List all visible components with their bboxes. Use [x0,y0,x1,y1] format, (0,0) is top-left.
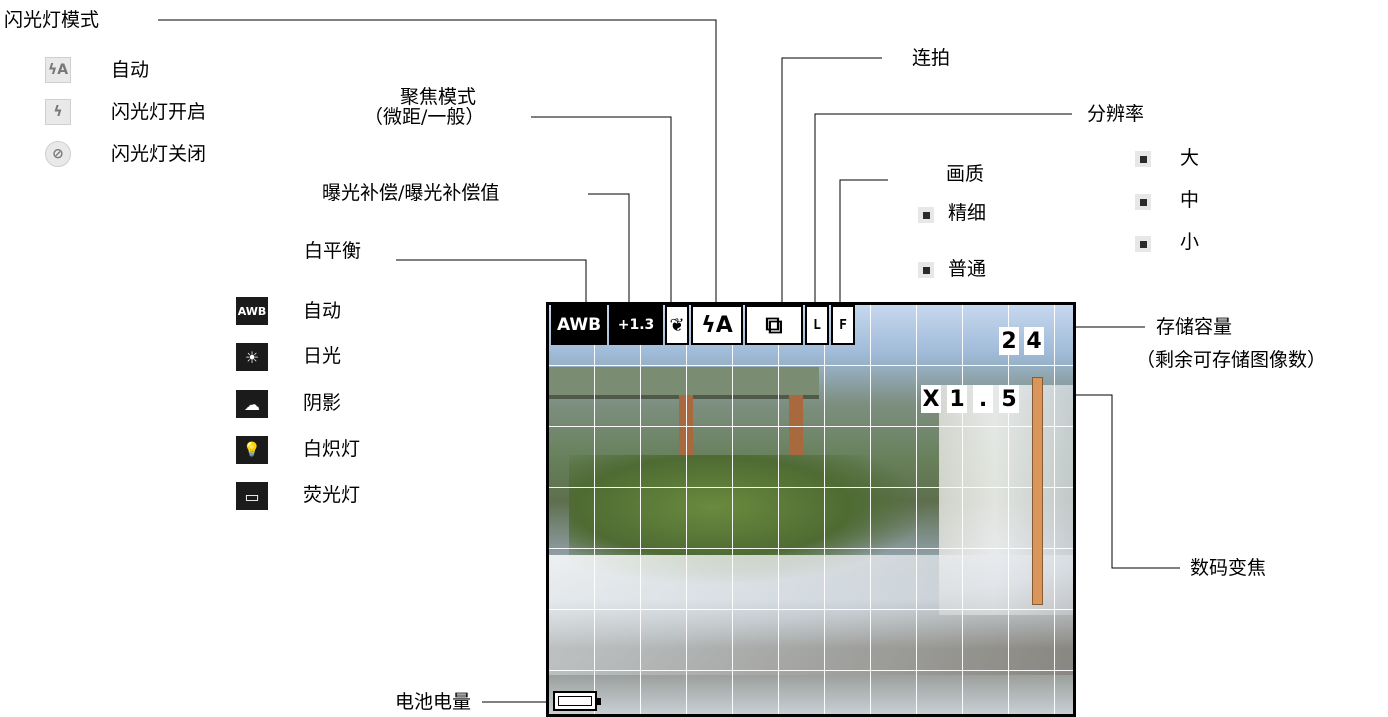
quality-leader [839,179,888,302]
lcd-flash-icon: ϟA [691,305,743,345]
resolution-medium-label: 中 [1180,189,1200,211]
lcd-awb-indicator: AWB [551,305,607,345]
lcd-ev-indicator: +1.3 [609,305,663,345]
focus-mode-leader [531,116,672,302]
lcd-zoom-char: . [973,385,993,413]
flash-on-icon: ϟ [45,99,71,125]
flash-mode-leader [158,19,717,302]
shade-icon: ☁ [236,390,268,418]
wb-daylight-label: 日光 [303,345,342,367]
daylight-icon: ☀ [236,343,268,371]
wb-auto-label: 自动 [303,300,342,322]
lcd-zoom-char: 1 [947,385,967,413]
exposure-leader [588,193,630,302]
lcd-battery-icon [553,691,601,711]
incandescent-icon: 💡 [236,436,268,464]
resolution-small-label: 小 [1180,231,1200,253]
resolution-medium-icon [1135,194,1151,210]
lcd-zoom-char: X [921,385,941,413]
lcd-burst-icon: ⧉ [745,305,803,345]
lcd-resolution-indicator: L [805,305,829,345]
resolution-small-icon [1135,236,1151,252]
resolution-leader [814,113,1072,302]
quality-normal-icon [918,262,934,278]
quality-fine-label: 精细 [948,202,987,224]
camera-lcd-screen: AWB +1.3 ❦ ϟA ⧉ L F 2 4 X 1 . 5 [546,302,1076,717]
quality-fine-icon [918,207,934,223]
flash-mode-title: 闪光灯模式 [4,9,100,31]
awb-icon: AWB [236,297,268,325]
storage-subtitle: （剩余可存储图像数） [1136,349,1327,371]
lcd-focus-icon: ❦ [665,305,689,345]
burst-title: 连拍 [912,47,951,69]
battery-title: 电池电量 [395,691,472,713]
lcd-zoom-char: 5 [999,385,1019,413]
white-balance-leader [396,259,587,302]
flash-off-icon: ⊘ [45,141,71,167]
resolution-large-label: 大 [1180,147,1200,169]
white-balance-title: 白平衡 [304,240,362,262]
flash-on-label: 闪光灯开启 [111,101,207,123]
flash-auto-icon: ϟA [45,57,71,83]
digital-zoom-title: 数码变焦 [1190,557,1267,579]
resolution-large-icon [1135,151,1151,167]
exposure-title: 曝光补偿/曝光补偿值 [322,182,500,204]
lcd-grid-overlay [549,305,1073,714]
focus-mode-subtitle: （微距/一般） [364,106,485,128]
wb-shade-label: 阴影 [303,392,342,414]
fluorescent-icon: ▭ [236,482,268,510]
lcd-quality-indicator: F [831,305,855,345]
resolution-title: 分辨率 [1087,103,1145,125]
lcd-zoom-bar [1032,377,1043,605]
focus-mode-title: 聚焦模式 [400,86,477,108]
lcd-count-digit: 2 [999,327,1019,355]
wb-incandescent-label: 白炽灯 [303,438,361,460]
lcd-count-digit: 4 [1024,327,1044,355]
storage-title: 存储容量 [1156,316,1233,338]
quality-title: 画质 [946,163,985,185]
wb-fluorescent-label: 荧光灯 [303,484,361,506]
flash-auto-label: 自动 [111,59,150,81]
flash-off-label: 闪光灯关闭 [111,143,207,165]
burst-leader [781,57,882,302]
quality-normal-label: 普通 [948,258,987,280]
